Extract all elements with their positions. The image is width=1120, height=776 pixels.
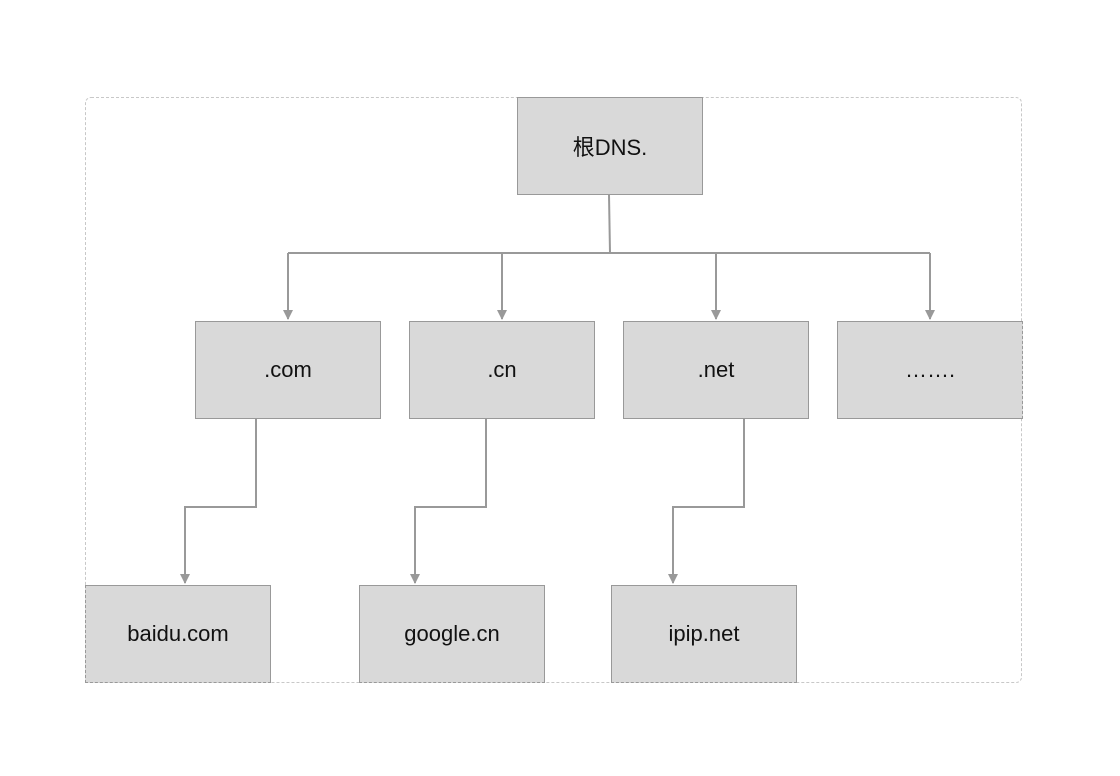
connector-net-to-ipip — [668, 419, 745, 584]
root-dns-label: 根DNS. — [572, 135, 648, 160]
tld-node-com: .com — [195, 321, 381, 419]
root-dns-node: 根DNS. — [517, 97, 703, 195]
tld-label-net: .net — [697, 357, 735, 382]
tld-node-cn: .cn — [409, 321, 595, 419]
tld-node-net: .net — [623, 321, 809, 419]
tld-label-more: ……. — [904, 357, 956, 382]
domain-node-google: google.cn — [359, 585, 545, 683]
domain-label-baidu: baidu.com — [127, 621, 229, 646]
connector-cn-to-google — [410, 419, 487, 584]
tld-label-cn: .cn — [487, 357, 517, 382]
domain-node-baidu: baidu.com — [85, 585, 271, 683]
connector-com-to-baidu — [180, 419, 257, 584]
domain-label-ipip: ipip.net — [668, 621, 740, 646]
connector-root-trunk — [608, 194, 611, 254]
tld-label-com: .com — [264, 357, 312, 382]
tld-node-more: ……. — [837, 321, 1023, 419]
domain-node-ipip: ipip.net — [611, 585, 797, 683]
domain-label-google: google.cn — [404, 621, 500, 646]
